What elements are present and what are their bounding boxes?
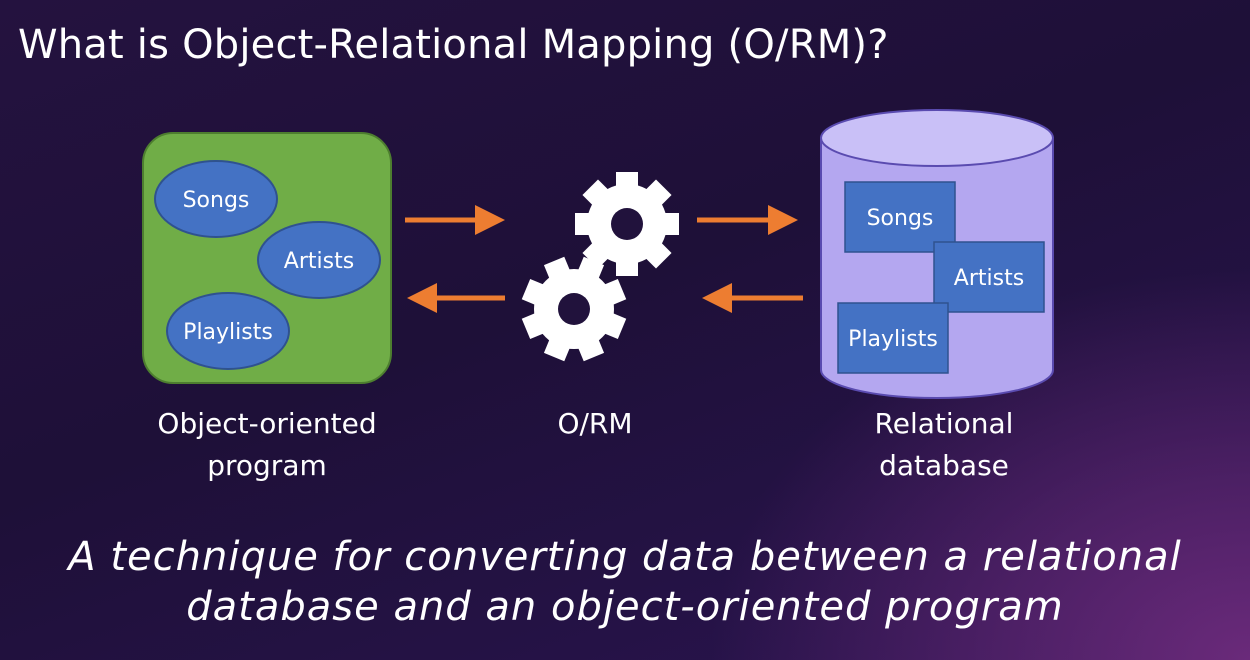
tagline-line1: A technique for converting data between … (68, 534, 1182, 580)
definition-tagline: A technique for converting data between … (0, 532, 1250, 632)
object-artists: Artists (257, 221, 381, 299)
database-cylinder: Songs Artists Playlists (820, 109, 1054, 399)
object-label: Songs (183, 188, 250, 213)
tagline-line2: database and an object-oriented program (186, 584, 1064, 630)
program-caption: Object-oriented program (117, 403, 417, 487)
orm-caption: O/RM (445, 403, 745, 445)
database-caption-line2: database (879, 449, 1009, 482)
table-songs: Songs (844, 181, 956, 253)
table-label: Artists (954, 266, 1024, 291)
object-label: Playlists (183, 320, 273, 345)
database-caption-line1: Relational (874, 407, 1014, 440)
object-program-box: Songs Artists Playlists (142, 132, 392, 384)
table-artists: Artists (933, 241, 1045, 313)
gears-icon (521, 172, 679, 362)
orm-caption-text: O/RM (557, 407, 633, 440)
table-playlists: Playlists (837, 302, 949, 374)
gear-upper-icon (575, 172, 679, 276)
table-label: Playlists (848, 327, 938, 352)
slide-title: What is Object-Relational Mapping (O/RM)… (18, 22, 889, 68)
object-playlists: Playlists (166, 292, 290, 370)
table-label: Songs (867, 206, 934, 231)
database-caption: Relational database (794, 403, 1094, 487)
program-caption-line2: program (207, 449, 327, 482)
object-songs: Songs (154, 160, 278, 238)
program-caption-line1: Object-oriented (157, 407, 377, 440)
gear-lower-icon (521, 256, 627, 362)
object-label: Artists (284, 249, 354, 274)
cylinder-top (820, 109, 1054, 167)
